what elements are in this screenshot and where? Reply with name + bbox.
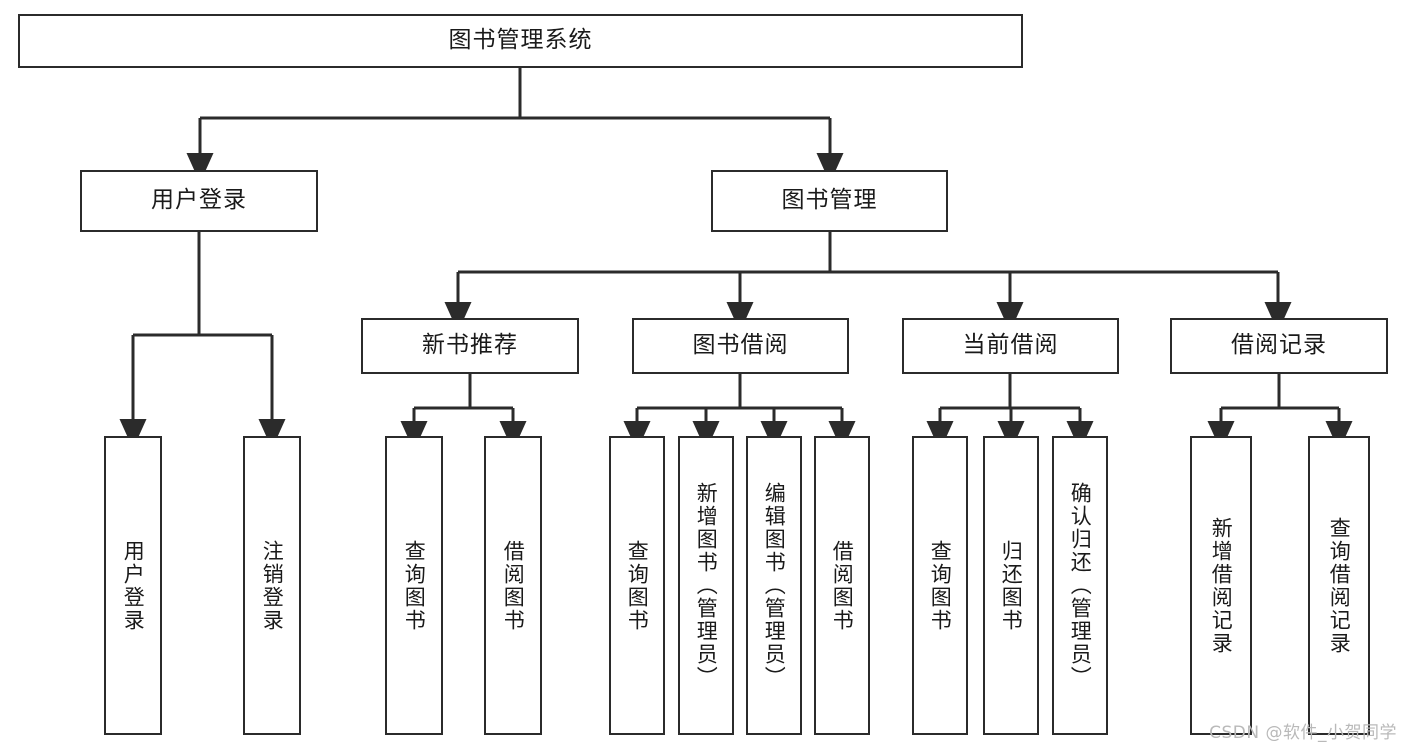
node-leaf-query-record[interactable]: 查询借阅记录 <box>1308 436 1370 735</box>
node-leaf-borrow-book-label: 借阅图书 <box>830 539 855 632</box>
node-leaf-add-book[interactable]: 新增图书（管理员） <box>678 436 734 735</box>
node-leaf-edit-book-label: 编辑图书（管理员） <box>762 482 787 689</box>
node-leaf-query-book-borrow[interactable]: 查询图书 <box>609 436 665 735</box>
node-leaf-user-login-label: 用户登录 <box>121 539 146 632</box>
node-book-borrow[interactable]: 图书借阅 <box>632 318 849 374</box>
node-new-book-rec[interactable]: 新书推荐 <box>361 318 579 374</box>
node-leaf-add-book-label: 新增图书（管理员） <box>694 482 719 689</box>
node-current-borrow[interactable]: 当前借阅 <box>902 318 1119 374</box>
node-new-book-rec-label: 新书推荐 <box>422 332 518 359</box>
node-leaf-borrow-book-rec-label: 借阅图书 <box>501 539 526 632</box>
node-leaf-user-logout[interactable]: 注销登录 <box>243 436 301 735</box>
node-book-borrow-label: 图书借阅 <box>692 332 789 359</box>
node-book-manage[interactable]: 图书管理 <box>711 170 948 232</box>
node-leaf-query-book-rec[interactable]: 查询图书 <box>385 436 443 735</box>
node-root-label: 图书管理系统 <box>448 27 593 54</box>
node-book-manage-label: 图书管理 <box>781 187 878 214</box>
node-leaf-edit-book[interactable]: 编辑图书（管理员） <box>746 436 802 735</box>
node-leaf-query-book-cur[interactable]: 查询图书 <box>912 436 968 735</box>
node-borrow-record[interactable]: 借阅记录 <box>1170 318 1388 374</box>
node-borrow-record-label: 借阅记录 <box>1231 332 1327 359</box>
node-leaf-query-book-borrow-label: 查询图书 <box>625 539 650 632</box>
node-leaf-add-record[interactable]: 新增借阅记录 <box>1190 436 1252 735</box>
node-user-login[interactable]: 用户登录 <box>80 170 318 232</box>
csdn-watermark: CSDN @软件_小贺同学 <box>1209 723 1397 743</box>
node-leaf-borrow-book-rec[interactable]: 借阅图书 <box>484 436 542 735</box>
node-leaf-add-record-label: 新增借阅记录 <box>1209 516 1234 655</box>
node-leaf-confirm-return-label: 确认归还（管理员） <box>1068 482 1093 689</box>
node-user-login-label: 用户登录 <box>151 187 247 214</box>
node-current-borrow-label: 当前借阅 <box>962 332 1059 359</box>
node-leaf-query-record-label: 查询借阅记录 <box>1327 516 1352 655</box>
node-leaf-return-book-label: 归还图书 <box>999 539 1024 632</box>
node-leaf-query-book-rec-label: 查询图书 <box>402 539 427 632</box>
node-leaf-user-login[interactable]: 用户登录 <box>104 436 162 735</box>
node-leaf-user-logout-label: 注销登录 <box>260 539 285 632</box>
node-leaf-confirm-return[interactable]: 确认归还（管理员） <box>1052 436 1108 735</box>
node-leaf-return-book[interactable]: 归还图书 <box>983 436 1039 735</box>
node-leaf-query-book-cur-label: 查询图书 <box>928 539 953 632</box>
node-root[interactable]: 图书管理系统 <box>18 14 1023 68</box>
node-leaf-borrow-book[interactable]: 借阅图书 <box>814 436 870 735</box>
